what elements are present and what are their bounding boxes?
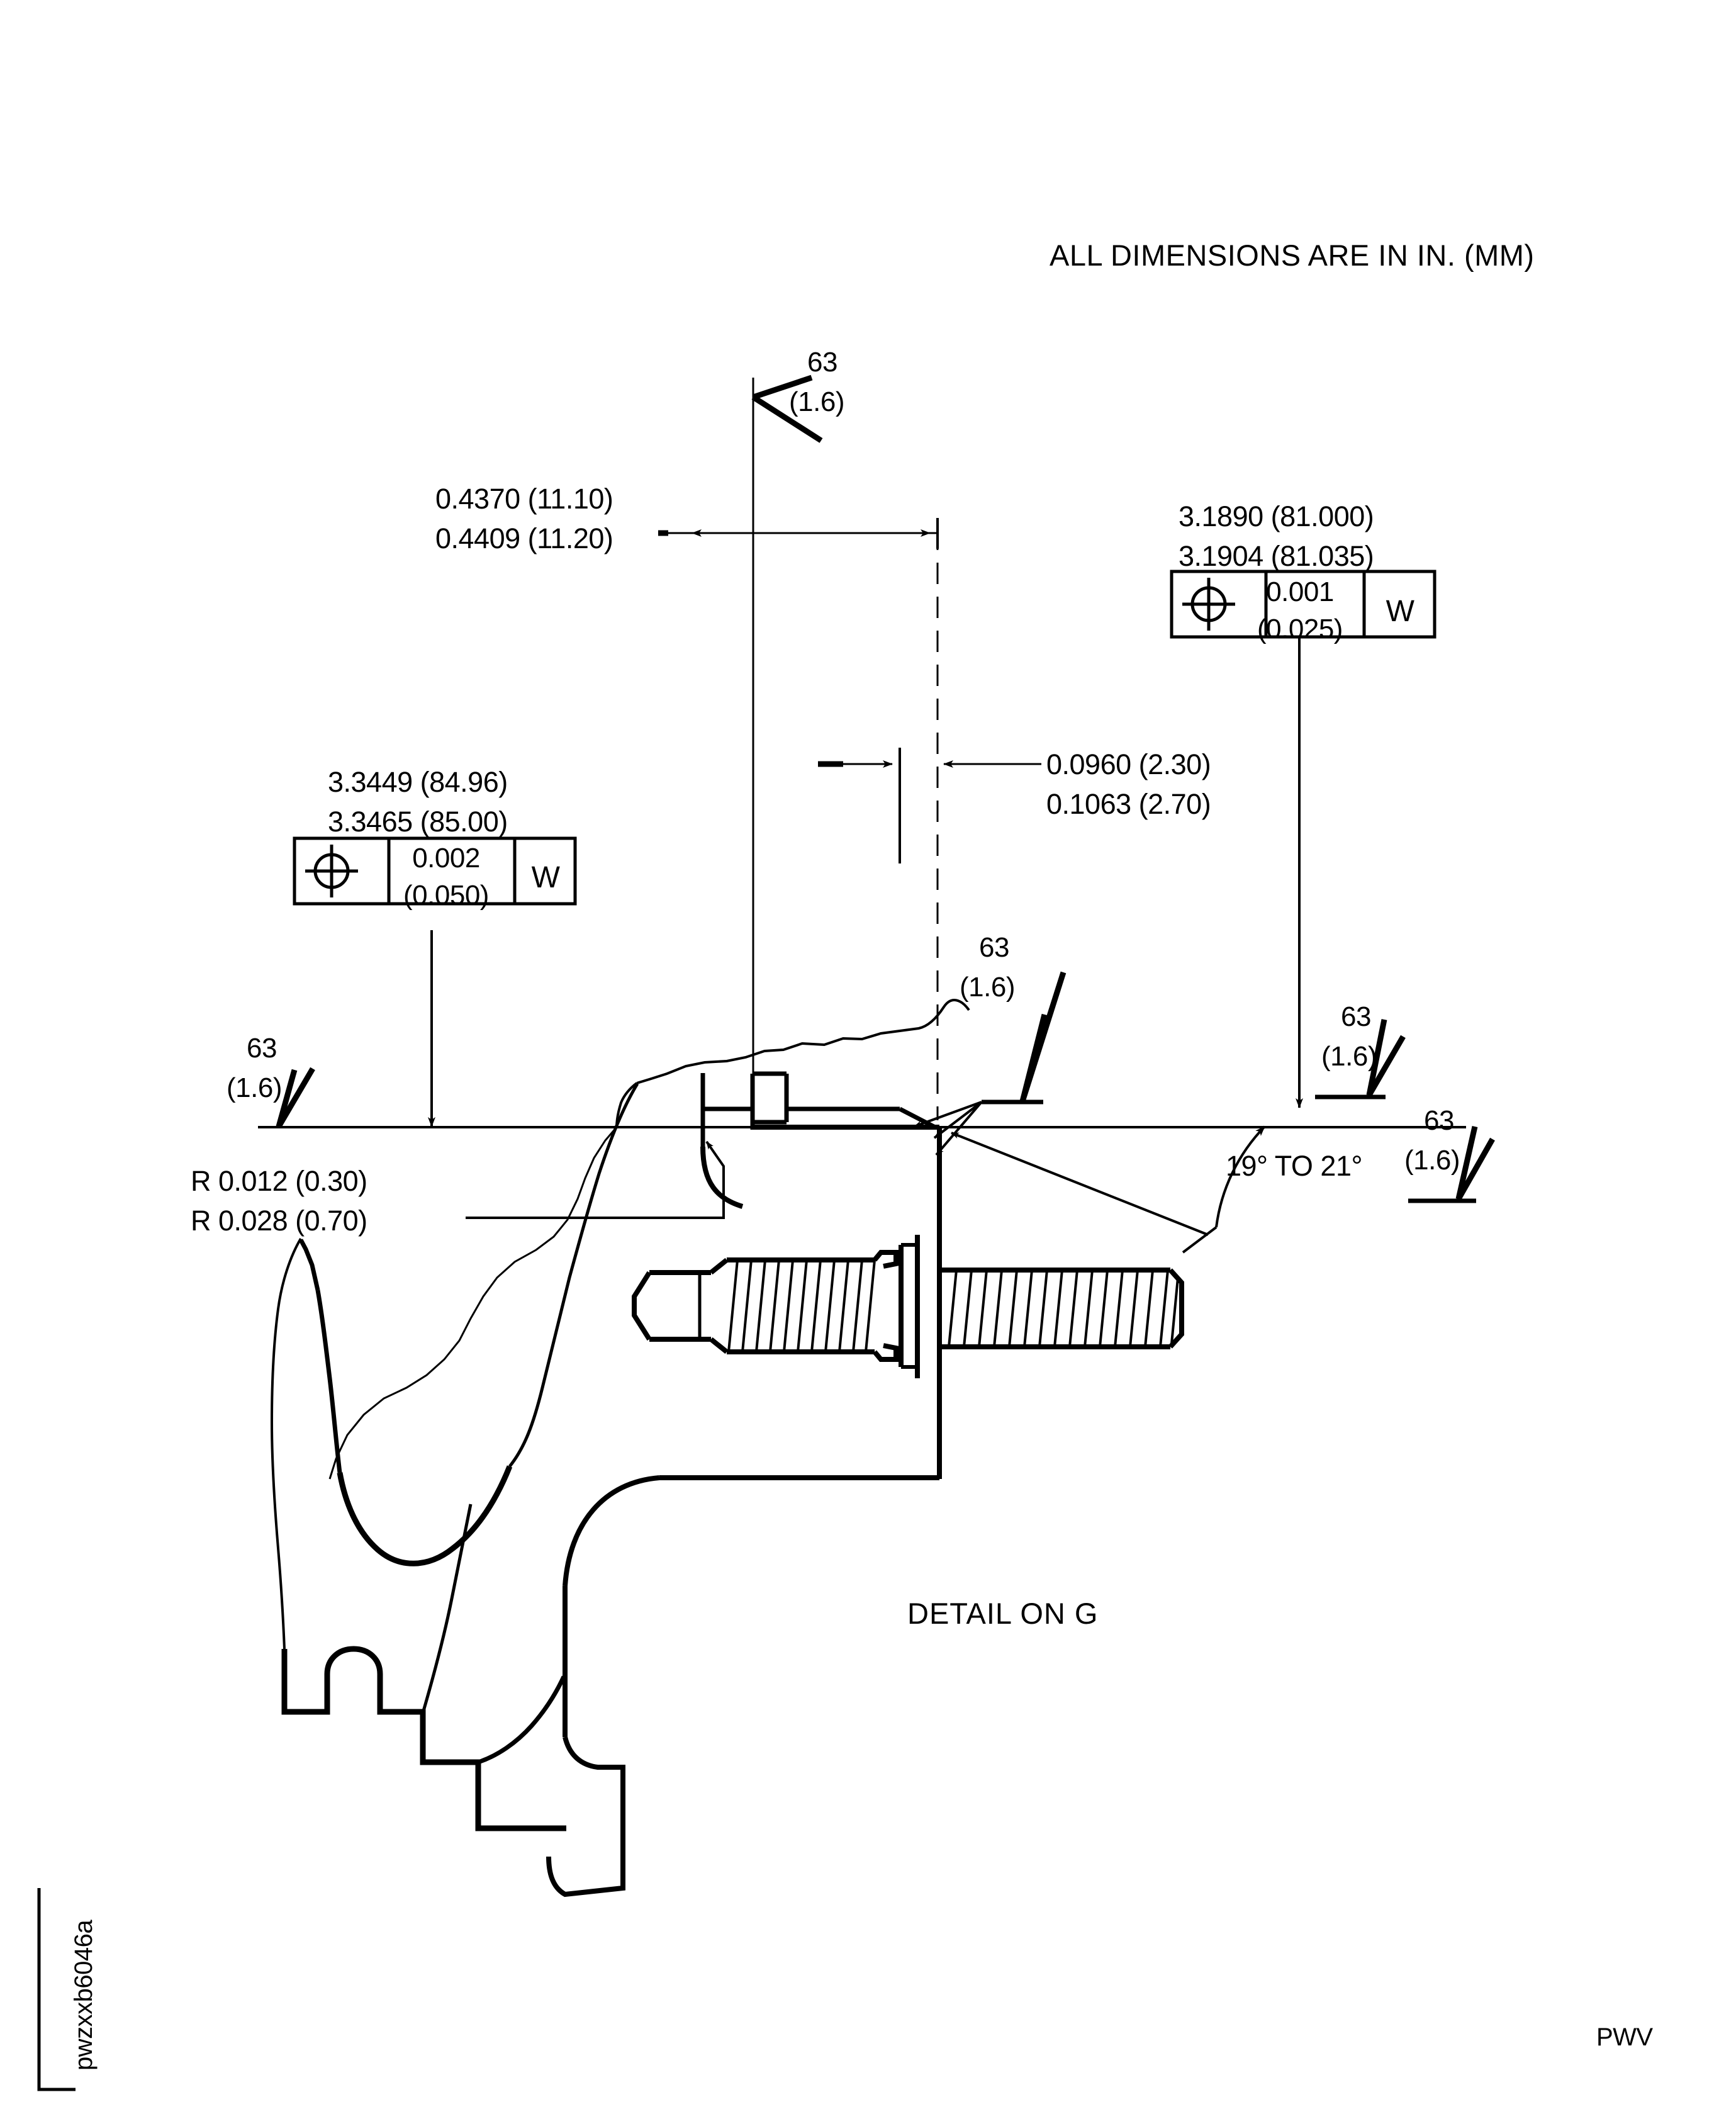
cast-pocket-left-wall bbox=[315, 1290, 342, 1473]
sheet-code-label: pwzxxb6046a bbox=[70, 1920, 98, 2071]
right-fcf-datum: W bbox=[1386, 595, 1414, 628]
hub-lower-boss bbox=[546, 1736, 625, 1898]
surface-finish-right-lower-metric: (1.6) bbox=[1404, 1145, 1460, 1176]
true-position-icon bbox=[305, 845, 358, 897]
sheet-mark-label: PWV bbox=[1596, 2023, 1653, 2051]
left-fcf-tolerance-upper: 0.002 bbox=[412, 843, 480, 874]
surface-finish-right-upper-value: 63 bbox=[1341, 1001, 1371, 1032]
top-width-lower: 0.4409 (11.20) bbox=[435, 522, 613, 554]
flange-fillet bbox=[700, 1146, 744, 1209]
cast-lobe-outer bbox=[508, 1082, 639, 1468]
cast-web-inner bbox=[421, 1504, 473, 1714]
surface-finish-center-metric: (1.6) bbox=[960, 972, 1015, 1003]
left-diameter-upper: 3.3449 (84.96) bbox=[328, 766, 508, 798]
cast-fracture-left bbox=[328, 1127, 618, 1480]
radius-lower: R 0.028 (0.70) bbox=[191, 1205, 367, 1237]
step-width-lower: 0.1063 (2.70) bbox=[1046, 788, 1211, 820]
right-diameter-lower: 3.1904 (81.035) bbox=[1179, 540, 1374, 572]
flange-groove-detail bbox=[700, 1071, 789, 1147]
thread-hatch-left bbox=[727, 1259, 876, 1352]
surface-finish-left-icon bbox=[276, 1067, 315, 1128]
cast-pocket-left-top bbox=[298, 1239, 320, 1291]
cast-fracture-step bbox=[615, 1082, 638, 1128]
step-width-upper: 0.0960 (2.30) bbox=[1046, 748, 1211, 780]
right-fcf-tolerance-upper: 0.001 bbox=[1266, 576, 1334, 607]
angle-arc-lower bbox=[1182, 1226, 1218, 1254]
surface-finish-center-leaders bbox=[914, 1101, 983, 1156]
flange-chamfer bbox=[899, 1106, 938, 1130]
left-fcf-datum: W bbox=[531, 861, 560, 894]
cast-fracture-upper-right bbox=[636, 999, 970, 1084]
surface-finish-left-value: 63 bbox=[247, 1033, 277, 1064]
surface-finish-top-metric: (1.6) bbox=[789, 386, 844, 417]
right-fcf-tolerance-lower: (0.025) bbox=[1257, 614, 1343, 644]
cast-bottom-foot bbox=[281, 1646, 566, 1831]
page-title: ALL DIMENSIONS ARE IN IN. (MM) bbox=[1050, 239, 1535, 272]
surface-finish-left-metric: (1.6) bbox=[227, 1072, 282, 1103]
surface-finish-right-upper-metric: (1.6) bbox=[1321, 1041, 1377, 1072]
surface-finish-top-value: 63 bbox=[807, 347, 837, 378]
cast-pocket-curve bbox=[337, 1465, 513, 1566]
cast-left-silhouette bbox=[270, 1237, 302, 1650]
radius-leader bbox=[466, 1140, 725, 1219]
surface-finish-right-lower-value: 63 bbox=[1424, 1105, 1454, 1136]
detail-label: DETAIL ON G bbox=[907, 1597, 1099, 1630]
left-diameter-lower: 3.3465 (85.00) bbox=[328, 806, 508, 838]
radius-upper: R 0.012 (0.30) bbox=[191, 1165, 367, 1197]
top-width-upper: 0.4370 (11.10) bbox=[435, 483, 613, 515]
hub-web-fillet bbox=[563, 1475, 660, 1587]
wheel-stud bbox=[632, 1235, 1184, 1378]
left-fcf-tolerance-lower: (0.050) bbox=[403, 880, 489, 911]
cast-web-outer bbox=[477, 1675, 566, 1765]
right-diameter-upper: 3.1890 (81.000) bbox=[1179, 500, 1374, 532]
true-position-icon bbox=[1182, 578, 1235, 631]
angle-note: 19° TO 21° bbox=[1226, 1150, 1362, 1182]
angle-leader-line bbox=[951, 1132, 1209, 1236]
thread-hatch-right bbox=[948, 1269, 1179, 1347]
surface-finish-center-value: 63 bbox=[979, 932, 1009, 963]
